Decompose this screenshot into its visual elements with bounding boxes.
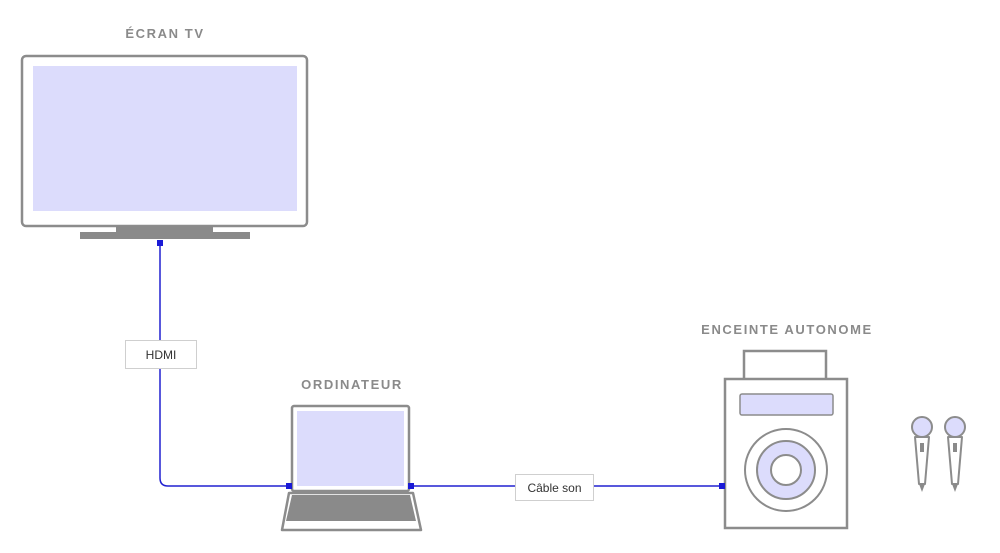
connector-laptop-audio xyxy=(408,483,414,489)
speaker xyxy=(723,349,849,530)
speaker-label: ENCEINTE AUTONOME xyxy=(701,322,873,337)
speaker-panel xyxy=(739,393,834,416)
audio-cable-label: Câble son xyxy=(515,474,594,501)
speaker-handle xyxy=(742,349,828,383)
microphone-icon xyxy=(944,416,966,492)
laptop-screen xyxy=(297,411,404,486)
tv xyxy=(20,54,309,239)
laptop xyxy=(280,404,423,532)
tv-base xyxy=(80,232,250,239)
connector-speaker-audio xyxy=(719,483,725,489)
tv-screen xyxy=(33,66,297,211)
tv-label: ÉCRAN TV xyxy=(125,26,205,41)
speaker-cone-center xyxy=(770,454,802,486)
microphone-icon xyxy=(911,416,933,492)
tv-neck xyxy=(116,226,213,232)
laptop-keyboard xyxy=(286,495,416,521)
hdmi-cable xyxy=(159,243,289,487)
connector-tv-hdmi xyxy=(157,240,163,246)
hdmi-label: HDMI xyxy=(125,340,197,369)
connector-laptop-hdmi xyxy=(286,483,292,489)
computer-label: ORDINATEUR xyxy=(301,377,403,392)
